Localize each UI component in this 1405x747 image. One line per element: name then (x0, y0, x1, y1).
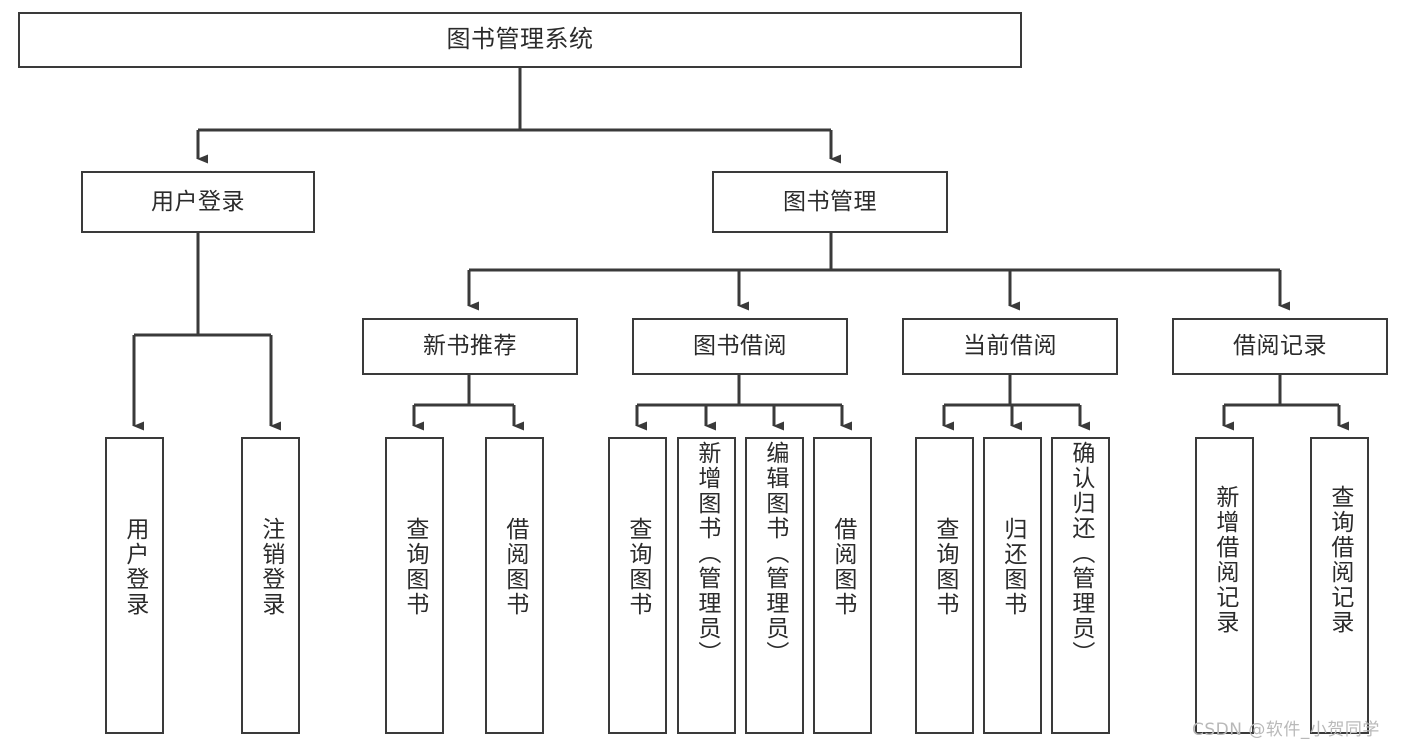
leaf-query-book-new-recommend[interactable]: 查询图书 (385, 437, 444, 734)
node-label: 借阅图书 (829, 517, 856, 617)
node-label: 新增借阅记录 (1211, 485, 1238, 635)
node-label: 编辑图书（管理员） (761, 441, 788, 666)
node-label: 图书管理系统 (446, 25, 594, 54)
node-label: 借阅图书 (501, 517, 528, 617)
leaf-confirm-return-admin[interactable]: 确认归还（管理员） (1051, 437, 1110, 734)
node-label: 查询图书 (401, 517, 428, 617)
node-label: 查询借阅记录 (1326, 485, 1353, 635)
node-label: 注销登录 (257, 517, 284, 617)
node-current-borrow[interactable]: 当前借阅 (902, 318, 1118, 375)
node-label: 确认归还（管理员） (1067, 441, 1094, 666)
leaf-add-book-admin[interactable]: 新增图书（管理员） (677, 437, 736, 734)
node-label: 图书借阅 (693, 333, 787, 360)
leaf-logout-login[interactable]: 注销登录 (241, 437, 300, 734)
node-label: 当前借阅 (963, 333, 1057, 360)
leaf-borrow-book-new-recommend[interactable]: 借阅图书 (485, 437, 544, 734)
node-book-borrow[interactable]: 图书借阅 (632, 318, 848, 375)
csdn-watermark: CSDN @软件_小贺同学 (1192, 720, 1380, 740)
leaf-add-borrow-record[interactable]: 新增借阅记录 (1195, 437, 1254, 734)
node-user-login[interactable]: 用户登录 (81, 171, 315, 233)
node-borrow-record[interactable]: 借阅记录 (1172, 318, 1388, 375)
leaf-query-book-borrow[interactable]: 查询图书 (608, 437, 667, 734)
leaf-borrow-book-borrow[interactable]: 借阅图书 (813, 437, 872, 734)
node-book-management[interactable]: 图书管理 (712, 171, 948, 233)
leaf-query-book-current[interactable]: 查询图书 (915, 437, 974, 734)
node-label: 新增图书（管理员） (693, 441, 720, 666)
node-label: 用户登录 (121, 517, 148, 617)
node-label: 用户登录 (151, 188, 245, 215)
node-new-book-recommend[interactable]: 新书推荐 (362, 318, 578, 375)
leaf-return-book[interactable]: 归还图书 (983, 437, 1042, 734)
leaf-query-borrow-record[interactable]: 查询借阅记录 (1310, 437, 1369, 734)
leaf-user-login[interactable]: 用户登录 (105, 437, 164, 734)
node-label: 图书管理 (783, 188, 877, 215)
node-label: 查询图书 (624, 517, 651, 617)
node-label: 借阅记录 (1233, 333, 1327, 360)
node-label: 查询图书 (931, 517, 958, 617)
node-label: 新书推荐 (423, 333, 517, 360)
node-book-management-system[interactable]: 图书管理系统 (18, 12, 1022, 68)
node-label: 归还图书 (999, 517, 1026, 617)
leaf-edit-book-admin[interactable]: 编辑图书（管理员） (745, 437, 804, 734)
